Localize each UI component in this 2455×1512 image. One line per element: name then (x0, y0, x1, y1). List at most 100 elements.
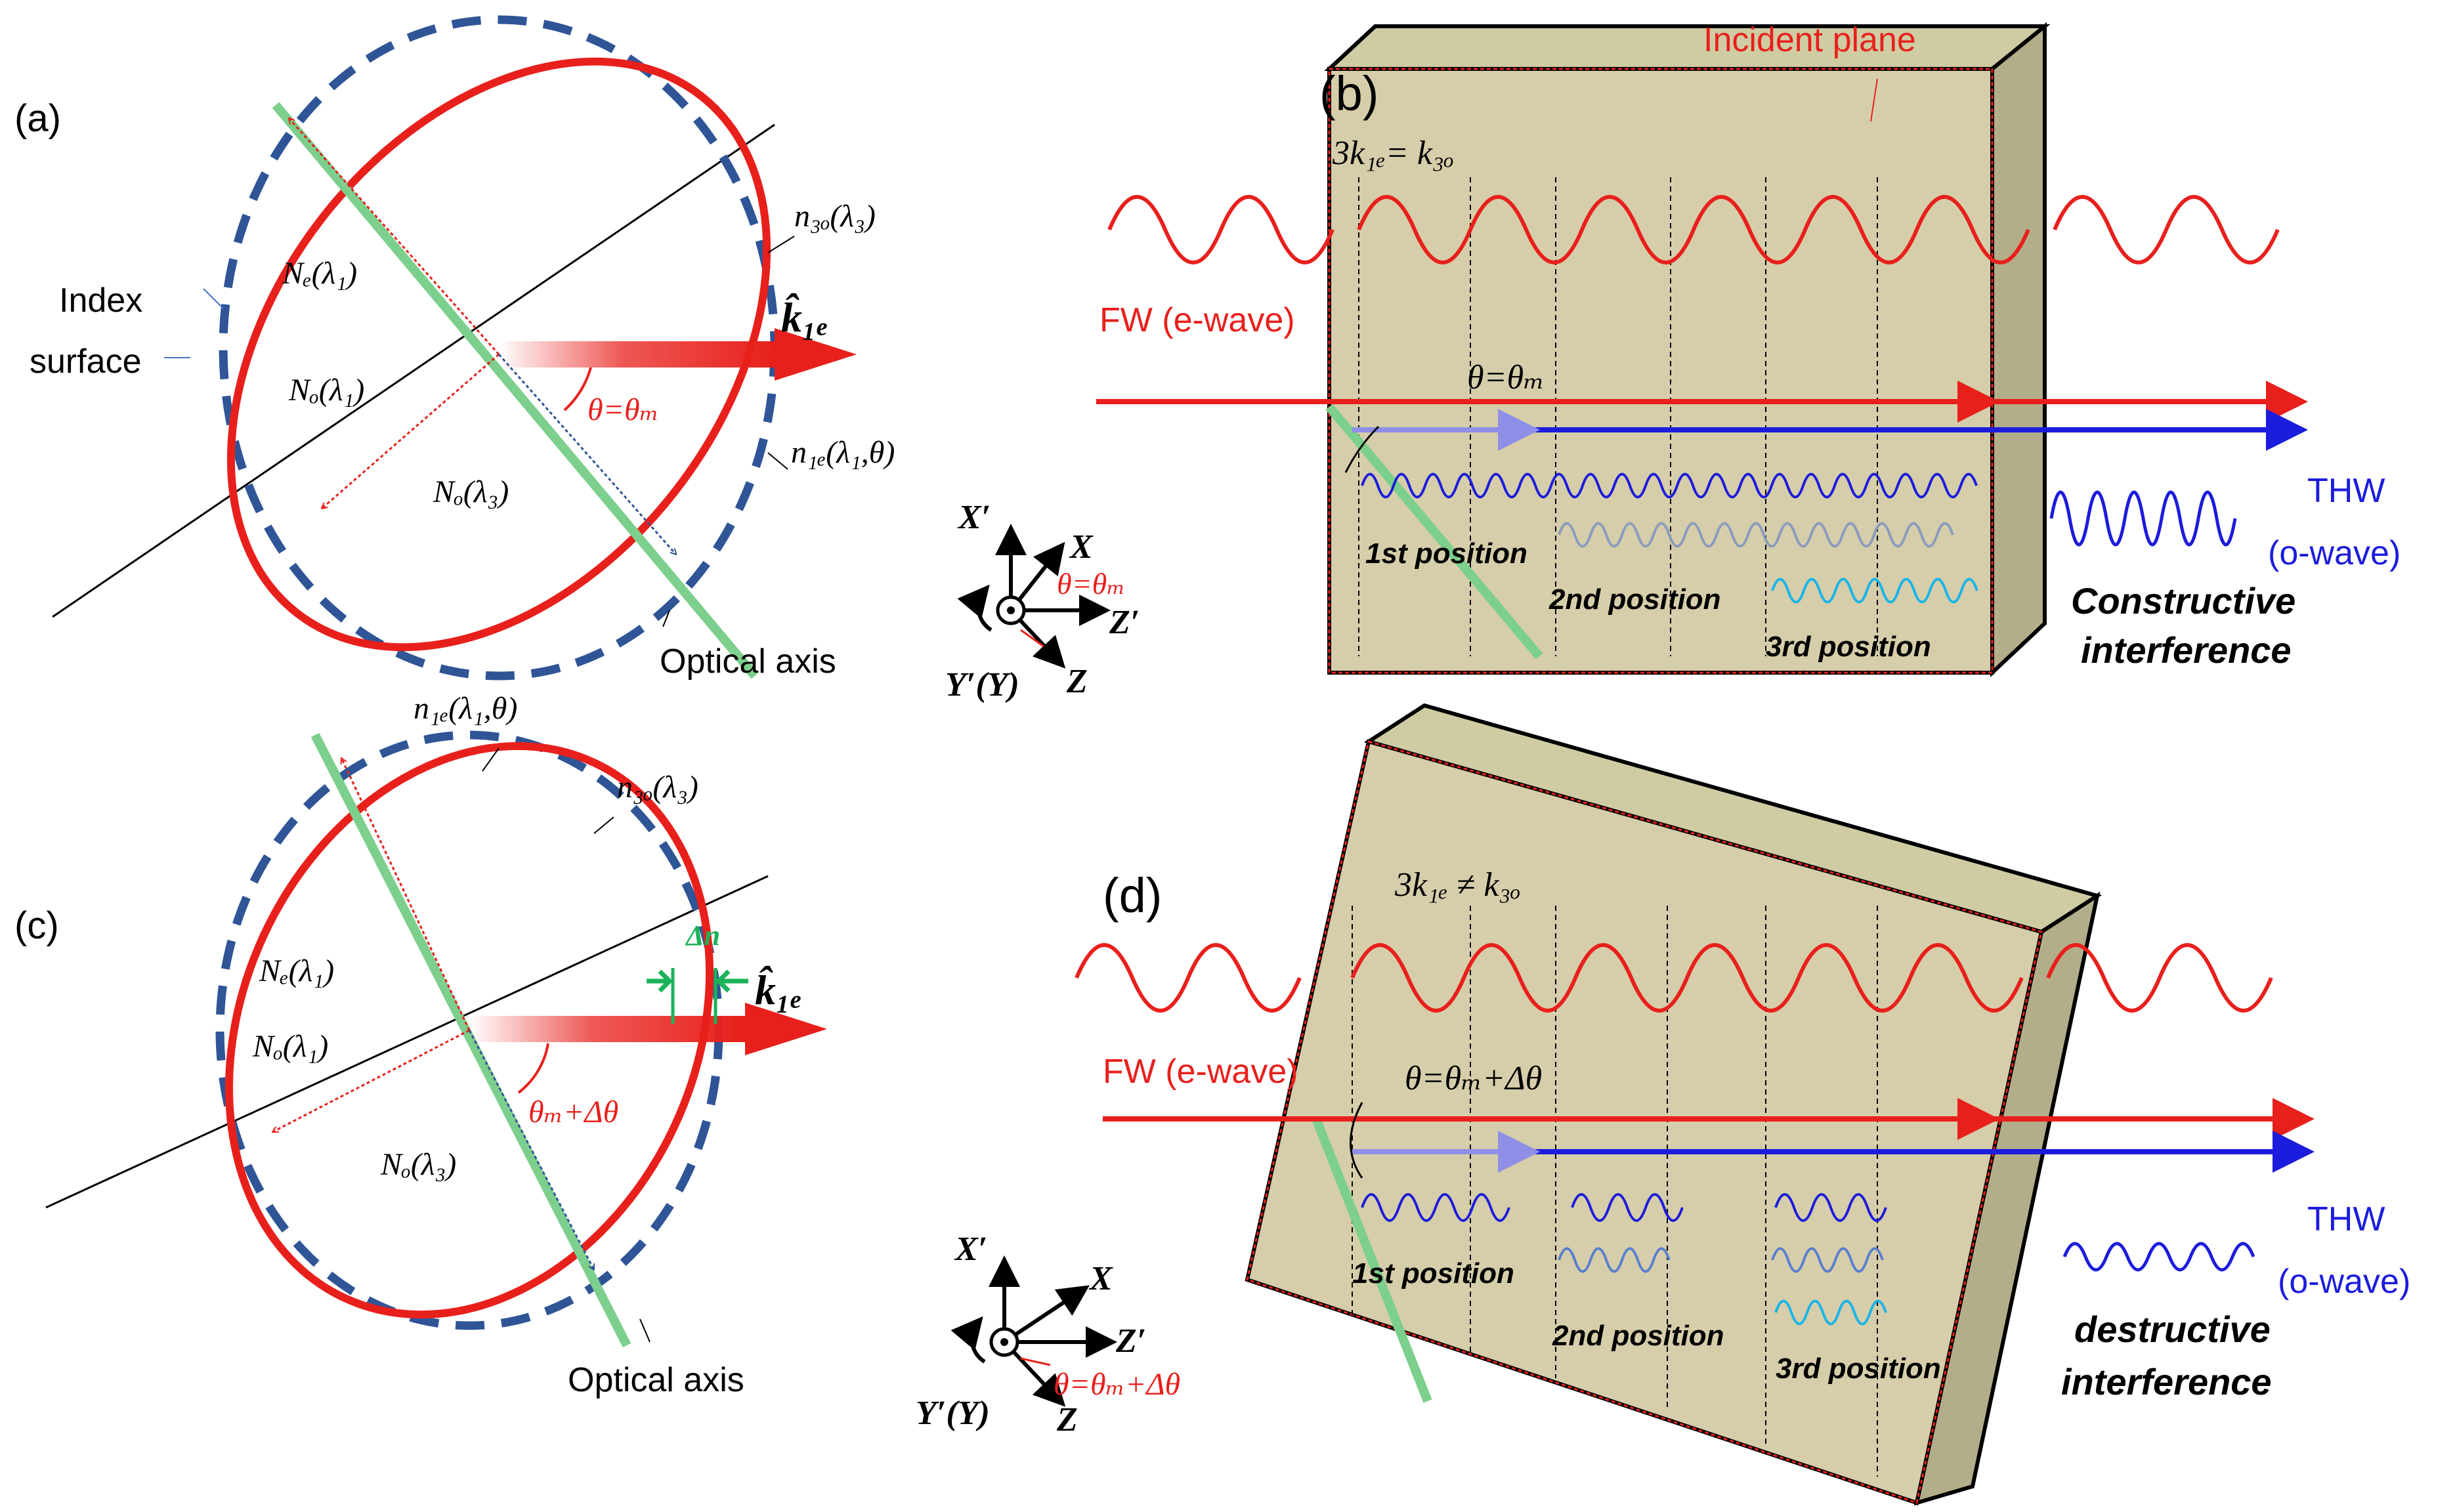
position-dividers (1358, 177, 1878, 656)
index-label-line1: Index (59, 282, 142, 320)
ne-label: Nₑ(λ₁) (259, 954, 334, 988)
optical-axis-label: Optical axis (568, 1361, 744, 1399)
thw-output-wave (2049, 490, 2237, 547)
panel-c: (c) n₁ₑ(λ₁,θ) n₃ₒ(λ₃) Nₑ(λ₁) Nₒ(λ₁) Δn k… (14, 691, 827, 1399)
no3-vector (468, 1030, 595, 1270)
thw-wave-pos3 (1771, 578, 1978, 604)
ne-vector (289, 118, 500, 355)
result-line1: destructive (2074, 1309, 2271, 1350)
k1e-label: k̂₁ₑ (781, 293, 828, 341)
pos2-label: 2nd position (1548, 583, 1721, 616)
delta-n-label: Δn (685, 919, 720, 952)
fw-wave (1107, 195, 2280, 264)
k1e-gradient-arrow (469, 1016, 745, 1042)
ypy-axis-label: Y′(Y) (916, 1395, 990, 1432)
result-line2: interference (2061, 1361, 2272, 1402)
no3-vector (498, 354, 676, 555)
optical-axis-line (1312, 1117, 1432, 1403)
owave-label: (o-wave) (2278, 1263, 2410, 1301)
xp-axis-label: X′ (954, 1230, 987, 1268)
x-axis-label: X (1069, 528, 1094, 566)
crystal-front-face (1327, 67, 1994, 675)
propagation-axis-line (45, 875, 769, 1209)
no1-vector (272, 1029, 470, 1133)
panel-d-label: (d) (1103, 868, 1162, 923)
ne-label: Nₑ(λ₁) (282, 256, 357, 291)
n3o-label: n₃ₒ(λ₃) (794, 199, 876, 234)
theta-arc (563, 367, 592, 411)
panel-b: Incident plane (b) 3k₁ₑ= k₃ₒ θ=θₘ FW (e-… (1096, 21, 2401, 677)
owave-label: (o-wave) (2268, 534, 2401, 572)
index-surface-ellipse (225, 742, 714, 1319)
axes-theta-label: θ=θₘ+Δθ (1054, 1367, 1180, 1402)
thw-wave-pos2a (1571, 1193, 1684, 1222)
axes-bottom: X′ X Z′ Z Y′(Y) θ=θₘ+Δθ (916, 1230, 1180, 1438)
theta-label: θₘ+Δθ (528, 1095, 618, 1129)
thw-wave-pos3c (1774, 1299, 1887, 1326)
k1e-label: k̂₁ₑ (755, 966, 802, 1013)
z-axis-label: Z (1066, 663, 1088, 700)
panel-b-label: (b) (1319, 66, 1378, 121)
panel-d: (d) 3k₁ₑ ≠ k₃ₒ θ=θₘ+Δθ FW (e-wave) 1st p… (1075, 703, 2410, 1506)
thw-output-wave (2062, 1242, 2255, 1272)
n1e-label: n₁ₑ(λ₁,θ) (791, 435, 895, 470)
ne-vector (341, 758, 471, 1031)
phase-match-label: 3k₁ₑ= k₃ₒ (1332, 135, 1454, 172)
pos1-label: 1st position (1352, 1257, 1514, 1290)
theta-label: θ=θₘ (1467, 359, 1545, 396)
thw-wave-pos1 (1361, 472, 1978, 499)
panel-c-label: (c) (14, 904, 59, 947)
result-line1: Constructive (2071, 580, 2295, 621)
fw-wave (1075, 943, 2273, 1013)
index-label-line2: surface (30, 343, 142, 381)
thw-wave-pos1 (1361, 1193, 1510, 1222)
zp-axis-label: Z′ (1109, 604, 1140, 641)
zp-axis-label: Z′ (1115, 1322, 1146, 1360)
thw-label: THW (2307, 1200, 2385, 1238)
x-axis-label: X (1088, 1260, 1113, 1297)
k1e-arrowhead (745, 1003, 827, 1055)
xp-axis-label: X′ (957, 499, 991, 536)
no3-label: Nₒ(λ₃) (433, 474, 509, 509)
crystal-top-face (1324, 24, 2051, 71)
crystal-side-face (1990, 22, 2047, 677)
thw-wave-pos3b (1771, 1247, 1884, 1273)
propagation-axis-line (52, 123, 775, 618)
k1e-gradient-arrow (499, 341, 775, 368)
theta-arc (517, 1043, 549, 1094)
incident-plane-outline (1246, 740, 2043, 1504)
axes-top: X′ X Z′ Z Y′(Y) θ=θₘ (945, 499, 1140, 704)
theta-label: θ=θₘ (587, 392, 659, 427)
thw-wave-pos3a (1774, 1193, 1887, 1222)
no1-label: Nₒ(λ₁) (288, 373, 364, 408)
fw-label: FW (e-wave) (1099, 301, 1295, 339)
delta-n-marker (647, 968, 748, 1024)
n1e-label: n₁ₑ(λ₁,θ) (414, 691, 517, 726)
fw-label: FW (e-wave) (1103, 1053, 1298, 1091)
pos3-label: 3rd position (1776, 1353, 1941, 1385)
result-line2: interference (2081, 629, 2292, 671)
no3-label: Nₒ(λ₃) (380, 1147, 456, 1182)
z-axis-label: Z (1056, 1401, 1078, 1438)
no1-vector (322, 353, 500, 509)
theta-label: θ=θₘ+Δθ (1405, 1060, 1542, 1097)
optical-axis-line (1325, 404, 1543, 660)
n3o-label: n₃ₒ(λ₃) (617, 770, 698, 805)
ypy-axis-label: Y′(Y) (945, 666, 1019, 704)
incident-plane-label: Incident plane (1703, 21, 1916, 59)
panel-a: (a) n₃ₒ(λ₃) Index surface Nₑ(λ₁) Nₒ(λ₁) … (14, 15, 895, 681)
pos1-label: 1st position (1365, 537, 1527, 570)
axes-theta-label: θ=θₘ (1057, 567, 1125, 600)
pos2-label: 2nd position (1552, 1320, 1724, 1352)
phase-mismatch-label: 3k₁ₑ ≠ k₃ₒ (1394, 866, 1520, 904)
thw-wave-pos2 (1558, 522, 1954, 548)
optical-axis-line (272, 102, 759, 679)
pos3-label: 3rd position (1766, 631, 1931, 663)
k1e-arrowhead (775, 328, 857, 381)
no1-label: Nₒ(λ₁) (252, 1029, 328, 1064)
panel-a-label: (a) (14, 97, 61, 140)
optical-axis-label: Optical axis (660, 642, 836, 681)
thw-label: THW (2307, 472, 2385, 510)
thw-wave-pos2b (1558, 1247, 1671, 1273)
